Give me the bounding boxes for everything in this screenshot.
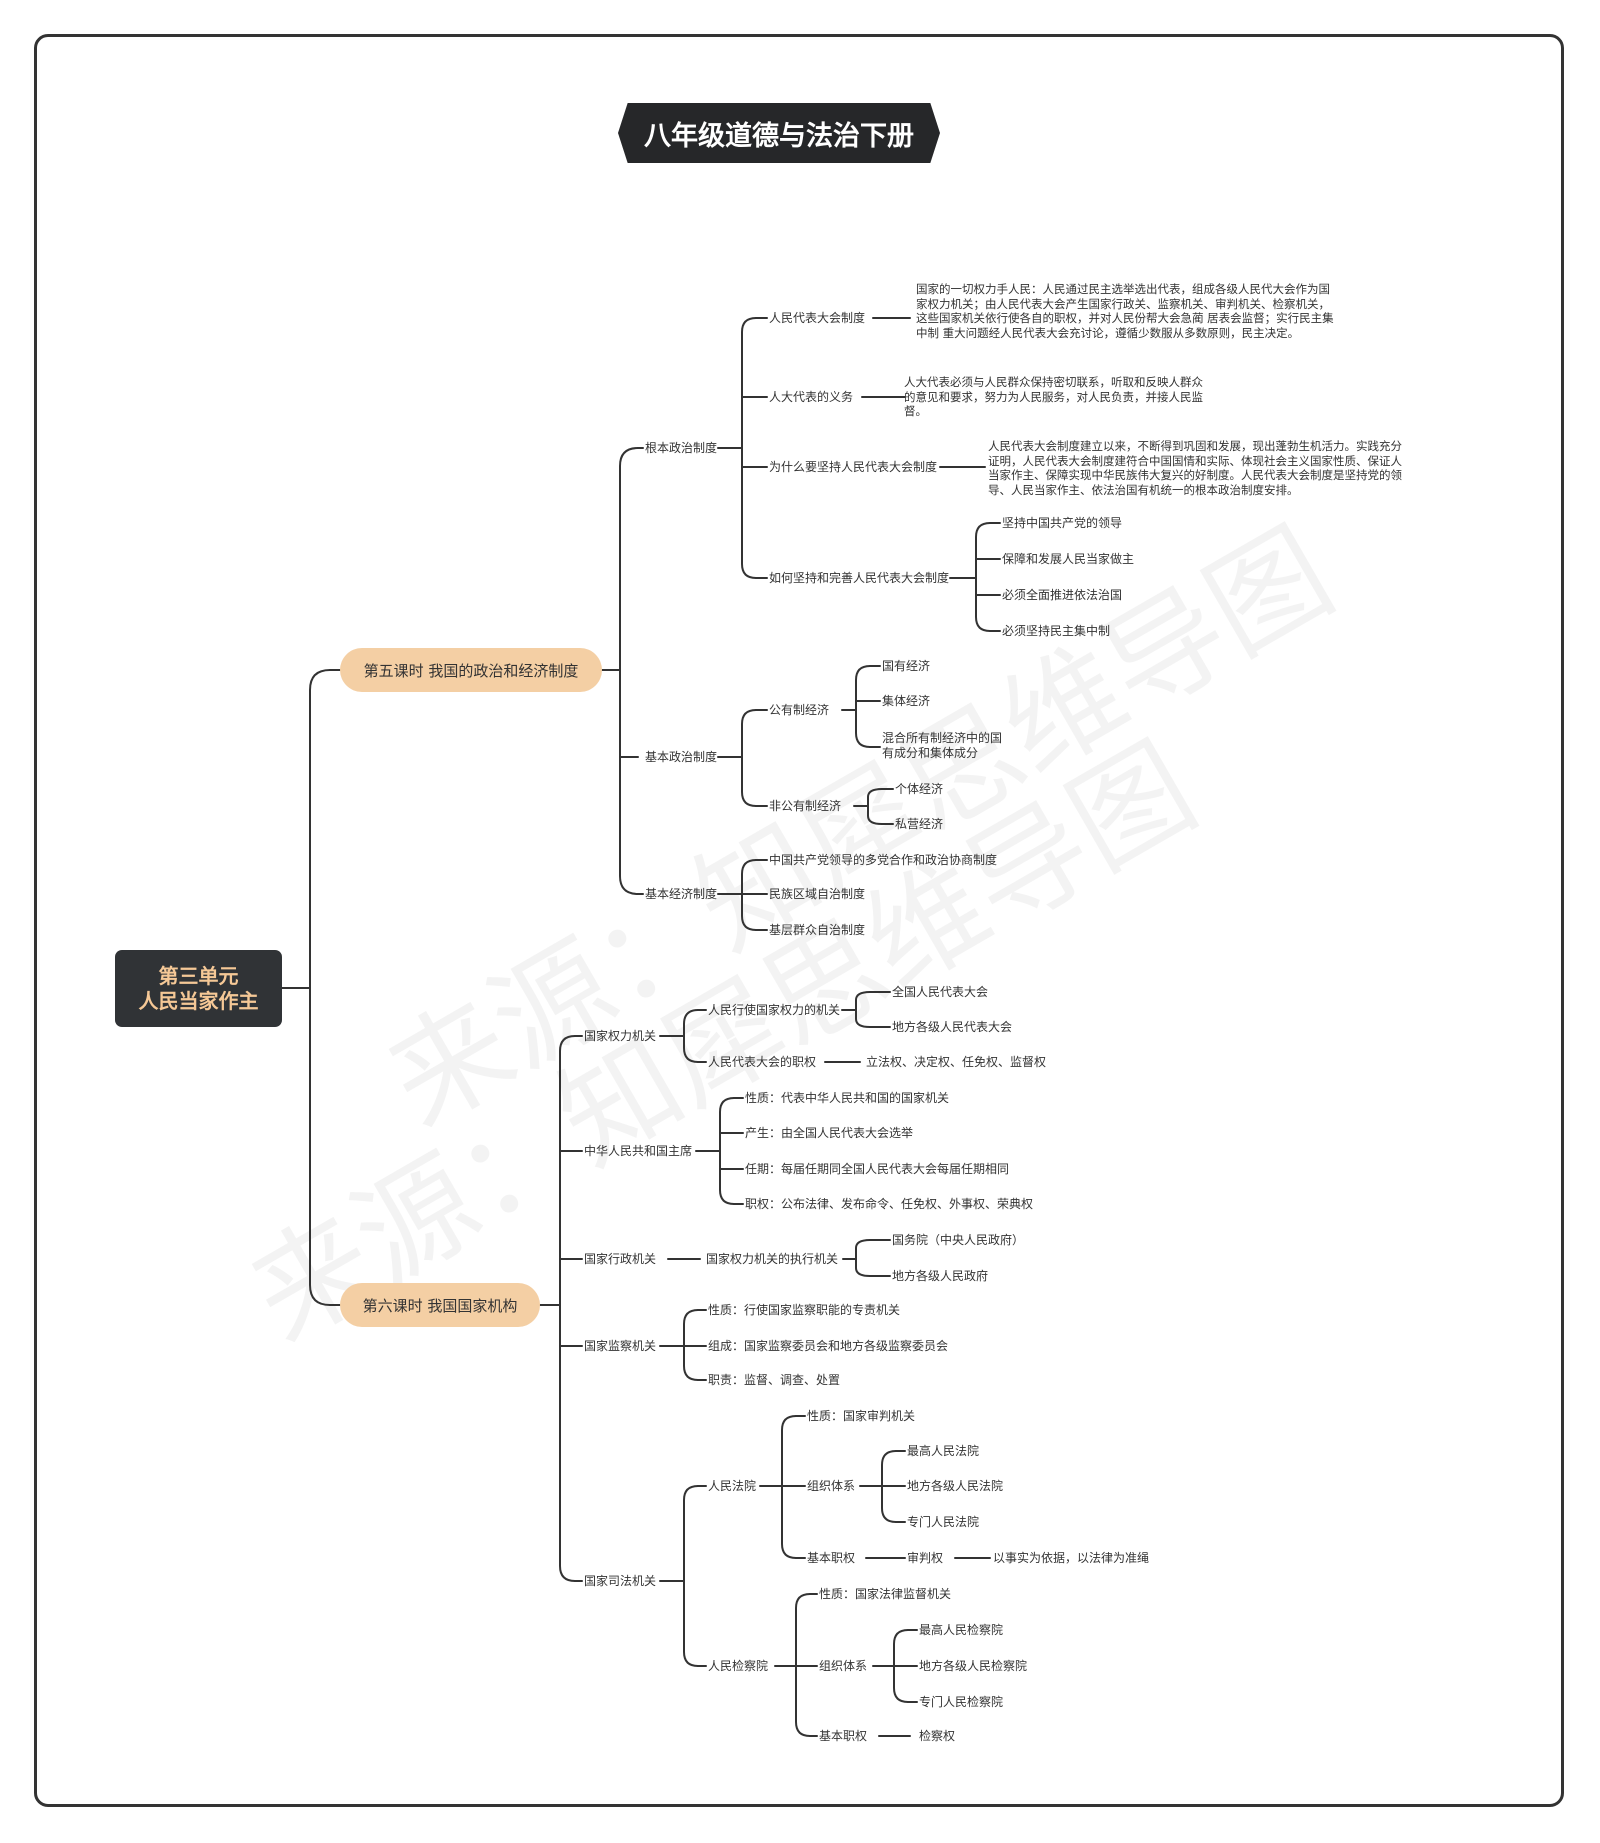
admin-organ-node[interactable]: 国家行政机关	[584, 1252, 657, 1266]
public-economy-item[interactable]: 混合所有制经济中的国	[882, 731, 1003, 745]
how-item[interactable]: 坚持中国共产党的领导	[1002, 516, 1123, 530]
npc-system-node[interactable]: 人民代表大会制度	[769, 311, 866, 325]
court-node[interactable]: 人民法院	[708, 1479, 757, 1493]
mindmap-title: 八年级道德与法治下册	[618, 103, 940, 163]
power-exec-item[interactable]: 地方各级人民代表大会	[892, 1020, 1013, 1034]
admin-item[interactable]: 国务院（中央人民政府）	[892, 1233, 1025, 1247]
public-economy-item[interactable]: 国有经济	[882, 659, 931, 673]
president-node[interactable]: 中华人民共和国主席	[584, 1144, 693, 1158]
court-nature[interactable]: 性质：国家审判机关	[807, 1409, 916, 1423]
procuratorate-org-item[interactable]: 地方各级人民检察院	[919, 1659, 1028, 1673]
why-npc-text: 人民代表大会制度建立以来，不断得到巩固和发展，现出蓬勃生机活力。实践充分证明，人…	[988, 439, 1402, 497]
supervision-item[interactable]: 职责：监督、调查、处置	[708, 1373, 841, 1387]
nonpublic-economy-item[interactable]: 私营经济	[895, 817, 944, 831]
npc-duty-node[interactable]: 人民代表大会的职权	[708, 1055, 817, 1069]
basic-economic-item[interactable]: 民族区域自治制度	[769, 887, 866, 901]
admin-exec-node[interactable]: 国家权力机关的执行机关	[706, 1252, 839, 1266]
court-duty-node[interactable]: 基本职权	[807, 1551, 856, 1565]
how-item[interactable]: 必须全面推进依法治国	[1002, 588, 1123, 602]
canvas-frame	[34, 34, 1564, 1807]
power-exec-node[interactable]: 人民行使国家权力的机关	[708, 1003, 841, 1017]
power-organ-node[interactable]: 国家权力机关	[584, 1029, 657, 1043]
court-org-item[interactable]: 地方各级人民法院	[907, 1479, 1004, 1493]
npc-duty-value[interactable]: 立法权、决定权、任免权、监督权	[866, 1055, 1047, 1069]
court-org-item[interactable]: 最高人民法院	[907, 1444, 980, 1458]
procuratorate-node[interactable]: 人民检察院	[708, 1659, 769, 1673]
court-power[interactable]: 审判权	[907, 1551, 944, 1565]
root-line1: 第三单元	[158, 963, 239, 988]
basic-economic-item[interactable]: 中国共产党领导的多党合作和政治协商制度	[769, 853, 998, 867]
court-org-node[interactable]: 组织体系	[807, 1479, 856, 1493]
public-economy-node[interactable]: 公有制经济	[769, 703, 830, 717]
president-item[interactable]: 职权：公布法律、发布命令、任免权、外事权、荣典权	[745, 1197, 1034, 1211]
president-item[interactable]: 性质：代表中华人民共和国的国家机关	[745, 1091, 950, 1105]
procuratorate-org-node[interactable]: 组织体系	[819, 1659, 868, 1673]
how-npc-node[interactable]: 如何坚持和完善人民代表大会制度	[769, 571, 950, 585]
admin-item[interactable]: 地方各级人民政府	[892, 1269, 989, 1283]
procuratorate-org-item[interactable]: 最高人民检察院	[919, 1623, 1004, 1637]
public-economy-item[interactable]: 有成分和集体成分	[882, 746, 979, 760]
how-item[interactable]: 必须坚持民主集中制	[1002, 624, 1111, 638]
basic-economic-node[interactable]: 基本经济制度	[645, 887, 718, 901]
president-item[interactable]: 任期：每届任期同全国人民代表大会每届任期相同	[745, 1162, 1010, 1176]
why-npc-node[interactable]: 为什么要坚持人民代表大会制度	[769, 460, 938, 474]
basic-economic-item[interactable]: 基层群众自治制度	[769, 923, 866, 937]
court-org-item[interactable]: 专门人民法院	[907, 1515, 980, 1529]
nonpublic-economy-item[interactable]: 个体经济	[895, 782, 944, 796]
president-item[interactable]: 产生：由全国人民代表大会选举	[745, 1126, 914, 1140]
procuratorate-org-item[interactable]: 专门人民检察院	[919, 1695, 1004, 1709]
lesson6-node[interactable]: 第六课时 我国国家机构	[340, 1283, 540, 1327]
nonpublic-economy-node[interactable]: 非公有制经济	[769, 799, 842, 813]
procuratorate-nature[interactable]: 性质：国家法律监督机关	[819, 1587, 952, 1601]
procuratorate-duty-node[interactable]: 基本职权	[819, 1729, 868, 1743]
root-line2: 人民当家作主	[138, 988, 259, 1013]
lesson5-node[interactable]: 第五课时 我国的政治和经济制度	[340, 648, 602, 692]
basic-political-node[interactable]: 基本政治制度	[645, 750, 718, 764]
supervision-item[interactable]: 组成：国家监察委员会和地方各级监察委员会	[708, 1339, 949, 1353]
npc-system-text: 国家的一切权力手人民：人民通过民主选举选出代表，组成各级人民代大会作为国家权力机…	[916, 282, 1334, 340]
public-economy-item[interactable]: 集体经济	[882, 694, 931, 708]
deputy-duty-node[interactable]: 人大代表的义务	[769, 390, 854, 404]
supervision-item[interactable]: 性质：行使国家监察职能的专责机关	[708, 1303, 901, 1317]
judicial-node[interactable]: 国家司法机关	[584, 1574, 657, 1588]
procuratorate-power[interactable]: 检察权	[919, 1729, 956, 1743]
supervision-node[interactable]: 国家监察机关	[584, 1339, 657, 1353]
deputy-duty-text: 人大代表必须与人民群众保持密切联系，听取和反映人群众的意见和要求，努力为人民服务…	[904, 375, 1203, 418]
court-principle[interactable]: 以事实为依据，以法律为准绳	[993, 1551, 1150, 1565]
power-exec-item[interactable]: 全国人民代表大会	[892, 985, 989, 999]
how-item[interactable]: 保障和发展人民当家做主	[1002, 552, 1135, 566]
root-node[interactable]: 第三单元 人民当家作主	[115, 950, 282, 1027]
fundamental-system-node[interactable]: 根本政治制度	[645, 441, 718, 455]
